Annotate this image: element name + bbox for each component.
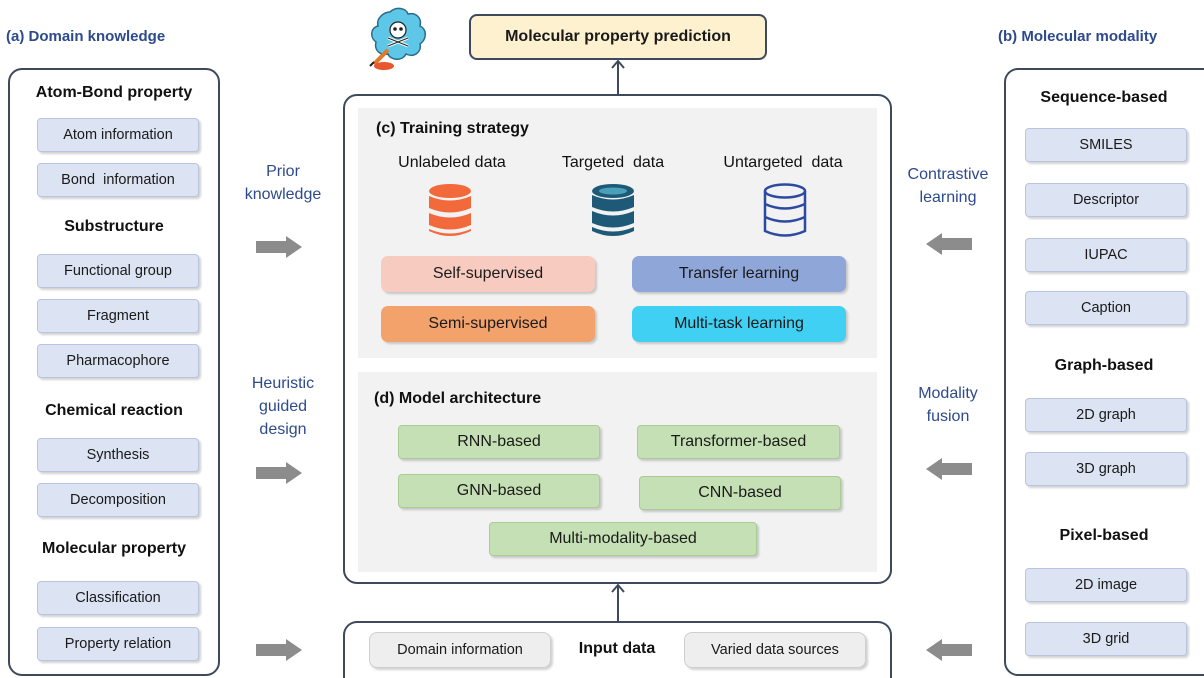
item-label: Decomposition xyxy=(70,492,166,508)
transformer-based-pill: Transformer-based xyxy=(637,425,840,459)
sequence-based-title: Sequence-based xyxy=(1040,89,1168,106)
up-arrow-icon xyxy=(611,583,625,622)
modality-fusion-label: Modality fusion xyxy=(890,382,1006,428)
pill-label: RNN-based xyxy=(457,433,541,450)
pill-label: Varied data sources xyxy=(711,642,839,658)
rnn-based-pill: RNN-based xyxy=(398,425,600,459)
training-strategy-title: (c) Training strategy xyxy=(376,120,529,137)
output-label: Molecular property prediction xyxy=(505,28,731,45)
functional-group-item: Functional group xyxy=(37,254,199,288)
descriptor-item: Descriptor xyxy=(1025,183,1187,217)
item-label: Caption xyxy=(1081,300,1131,316)
left-arrow-icon xyxy=(926,639,972,661)
item-label: Bond information xyxy=(61,172,175,188)
database-icon xyxy=(763,183,807,237)
label-line: design xyxy=(259,421,307,438)
molecular-modality-header: (b) Molecular modality xyxy=(998,28,1158,45)
decomposition-item: Decomposition xyxy=(37,483,199,517)
multi-modality-based-pill: Multi-modality-based xyxy=(489,522,757,556)
database-icon xyxy=(592,184,634,236)
substructure-title: Substructure xyxy=(64,218,164,235)
item-label: Descriptor xyxy=(1072,192,1140,208)
left-arrow-icon xyxy=(926,458,972,480)
item-label: Functional group xyxy=(63,263,172,279)
input-data-title: Input data xyxy=(578,640,656,657)
bond-information-item: Bond information xyxy=(37,163,199,197)
item-label: Fragment xyxy=(86,308,150,324)
model-architecture-title: (d) Model architecture xyxy=(374,390,542,407)
pill-label: Domain information xyxy=(397,642,523,658)
fragment-item: Fragment xyxy=(37,299,199,333)
unlabeled-data-label: Unlabeled data xyxy=(398,154,506,171)
item-label: 2D graph xyxy=(1076,407,1136,423)
item-label: Synthesis xyxy=(86,447,150,463)
label-line: learning xyxy=(919,189,977,206)
caption-item: Caption xyxy=(1025,291,1187,325)
atom-information-item: Atom information xyxy=(37,118,199,152)
untargeted-data-label: Untargeted data xyxy=(723,154,843,171)
iupac-item: IUPAC xyxy=(1025,238,1187,272)
pill-label: GNN-based xyxy=(456,482,542,499)
molecular-property-title: Molecular property xyxy=(41,540,187,557)
pill-label: Transformer-based xyxy=(670,433,807,450)
item-label: 3D graph xyxy=(1076,461,1136,477)
self-supervised-pill: Self-supervised xyxy=(381,256,595,292)
pill-label: Multi-modality-based xyxy=(549,530,697,547)
right-arrow-icon xyxy=(256,639,302,661)
heuristic-guided-design-label: Heuristic guided design xyxy=(228,372,338,441)
right-arrow-icon xyxy=(256,236,302,258)
targeted-data-label: Targeted data xyxy=(561,154,665,171)
pixel-based-title: Pixel-based xyxy=(1059,527,1149,544)
label-line: guided xyxy=(258,398,308,415)
property-relation-item: Property relation xyxy=(37,627,199,661)
chemical-reaction-title: Chemical reaction xyxy=(45,402,183,419)
smiles-item: SMILES xyxy=(1025,128,1187,162)
item-label: Pharmacophore xyxy=(66,353,170,369)
toxicity-icon xyxy=(369,7,426,70)
transfer-learning-pill: Transfer learning xyxy=(632,256,846,292)
domain-information-pill: Domain information xyxy=(369,632,551,668)
2d-graph-item: 2D graph xyxy=(1025,398,1187,432)
varied-data-sources-pill: Varied data sources xyxy=(684,632,866,668)
item-label: Property relation xyxy=(64,636,172,652)
item-label: Classification xyxy=(75,590,161,606)
pill-label: Transfer learning xyxy=(678,265,800,282)
atom-bond-title: Atom-Bond property xyxy=(35,84,193,101)
prior-knowledge-label: Prior knowledge xyxy=(228,160,338,206)
multi-task-learning-pill: Multi-task learning xyxy=(632,306,846,342)
pill-label: Self-supervised xyxy=(432,265,544,282)
right-arrow-icon xyxy=(256,462,302,484)
up-arrow-icon xyxy=(611,59,625,96)
pill-label: Multi-task learning xyxy=(674,315,804,332)
label-line: Heuristic xyxy=(251,375,315,392)
semi-supervised-pill: Semi-supervised xyxy=(381,306,595,342)
label-line: fusion xyxy=(926,408,970,425)
classification-item: Classification xyxy=(37,581,199,615)
label-line: knowledge xyxy=(244,186,322,203)
contrastive-learning-label: Contrastive learning xyxy=(890,163,1006,209)
left-arrow-icon xyxy=(926,233,972,255)
gnn-based-pill: GNN-based xyxy=(398,474,600,508)
item-label: 2D image xyxy=(1074,577,1138,593)
item-label: SMILES xyxy=(1079,137,1133,153)
molecular-property-prediction-box: Molecular property prediction xyxy=(469,14,767,60)
graph-based-title: Graph-based xyxy=(1054,357,1154,374)
item-label: 3D grid xyxy=(1082,631,1130,647)
cnn-based-pill: CNN-based xyxy=(639,476,841,510)
3d-grid-item: 3D grid xyxy=(1025,622,1187,656)
3d-graph-item: 3D graph xyxy=(1025,452,1187,486)
label-line: Modality xyxy=(918,385,978,402)
synthesis-item: Synthesis xyxy=(37,438,199,472)
label-line: Prior xyxy=(266,163,300,180)
label-line: Contrastive xyxy=(907,166,989,183)
pill-label: Semi-supervised xyxy=(428,315,548,332)
pharmacophore-item: Pharmacophore xyxy=(37,344,199,378)
item-label: IUPAC xyxy=(1084,247,1128,263)
pill-label: CNN-based xyxy=(698,484,782,501)
domain-knowledge-header: (a) Domain knowledge xyxy=(6,28,166,45)
item-label: Atom information xyxy=(63,127,173,143)
database-icon xyxy=(429,184,471,236)
2d-image-item: 2D image xyxy=(1025,568,1187,602)
